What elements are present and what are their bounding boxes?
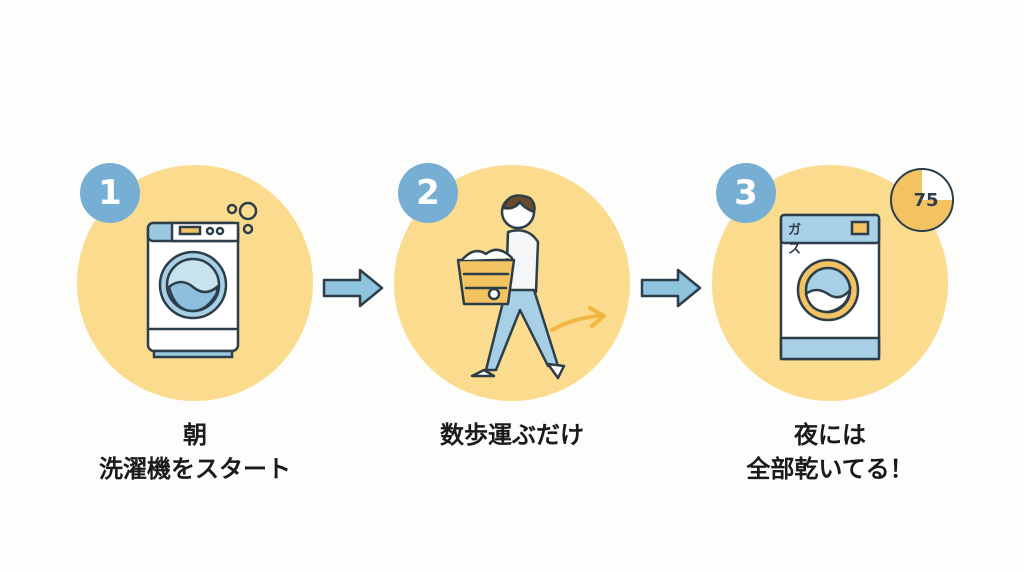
- step-1-caption: 朝 洗濯機をスタート: [45, 418, 345, 486]
- step-3-caption-line2: 全部乾いてる！: [746, 455, 914, 483]
- step-2-caption: 数歩運ぶだけ: [362, 418, 662, 452]
- timer-icon: 75: [890, 168, 954, 232]
- step-3-caption: 夜には 全部乾いてる！: [680, 418, 980, 486]
- dryer-gas-label: ガス: [788, 223, 802, 257]
- step-1-caption-line1: 朝: [183, 421, 207, 449]
- step-3-caption-line1: 夜には: [794, 421, 866, 449]
- person-carrying-laundry-basket-icon: [456, 194, 606, 380]
- step-1-number-badge: 1: [80, 163, 140, 223]
- step-3-number-badge: 3: [716, 163, 776, 223]
- arrow-right-icon-2: [640, 268, 702, 308]
- step-1-caption-line2: 洗濯機をスタート: [99, 455, 291, 483]
- arrow-right-icon-1: [322, 268, 384, 308]
- timer-value: 75: [913, 189, 939, 211]
- step-2-number-badge: 2: [398, 163, 458, 223]
- washing-machine-icon: [146, 201, 258, 359]
- step-2-caption-line1: 数歩運ぶだけ: [440, 421, 584, 449]
- gas-dryer-icon: [779, 213, 881, 361]
